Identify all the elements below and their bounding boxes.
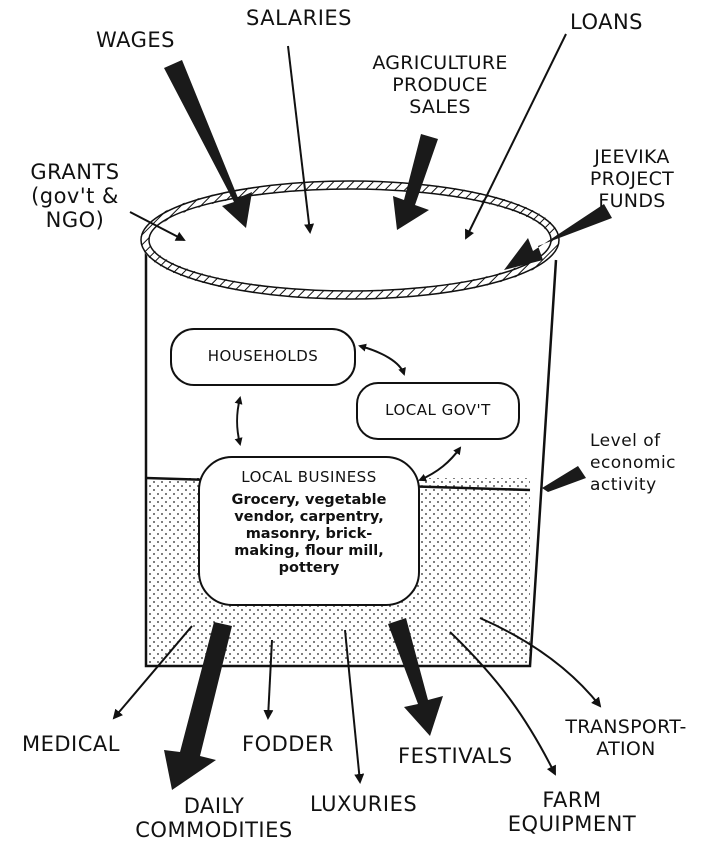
households-label: HOUSEHOLDS xyxy=(207,347,319,365)
local-business-box: LOCAL BUSINESS Grocery, vegetable vendor… xyxy=(198,456,420,606)
households-govt-arrow xyxy=(358,343,406,376)
inflow-arrows xyxy=(129,33,612,270)
loans-label: LOANS xyxy=(570,10,644,34)
local-govt-box: LOCAL GOV'T xyxy=(356,382,520,440)
local-govt-label: LOCAL GOV'T xyxy=(385,401,491,419)
bucket-rim xyxy=(140,180,560,300)
luxuries-label: LUXURIES xyxy=(310,792,418,816)
govt-business-arrow xyxy=(418,446,462,482)
local-business-title: LOCAL BUSINESS xyxy=(241,468,377,486)
daily-commodities-arrow xyxy=(164,622,232,790)
wages-arrow xyxy=(164,60,252,228)
jeevika-arrow xyxy=(504,204,612,270)
farm-equipment-arrow xyxy=(449,631,556,776)
salaries-label: SALARIES xyxy=(246,6,353,30)
festivals-label: FESTIVALS xyxy=(398,744,513,768)
luxuries-arrow xyxy=(344,629,365,784)
salaries-arrow xyxy=(287,45,315,234)
medical-label: MEDICAL xyxy=(22,732,120,756)
fodder-arrow xyxy=(263,639,274,720)
fodder-label: FODDER xyxy=(242,732,334,756)
wages-label: WAGES xyxy=(96,28,175,52)
festivals-arrow xyxy=(388,618,443,736)
transportation-arrow xyxy=(479,617,602,708)
interaction-arrows xyxy=(234,343,462,482)
households-business-arrow xyxy=(234,396,243,446)
local-business-description: Grocery, vegetable vendor, carpentry, ma… xyxy=(231,492,387,576)
outflow-arrows xyxy=(112,617,602,790)
grants-label: GRANTS(gov't &NGO) xyxy=(30,160,120,232)
grants-arrow xyxy=(129,211,186,241)
level-of-activity-label: Level of economic activity xyxy=(590,431,677,495)
loans-arrow xyxy=(465,33,567,240)
medical-arrow xyxy=(112,625,193,720)
bucket-walls xyxy=(144,230,558,668)
transportation-label: TRANSPORT-ATION xyxy=(565,716,687,760)
level-pointer-arrow xyxy=(542,466,586,492)
households-box: HOUSEHOLDS xyxy=(170,328,356,386)
agriculture-arrow xyxy=(393,134,438,230)
